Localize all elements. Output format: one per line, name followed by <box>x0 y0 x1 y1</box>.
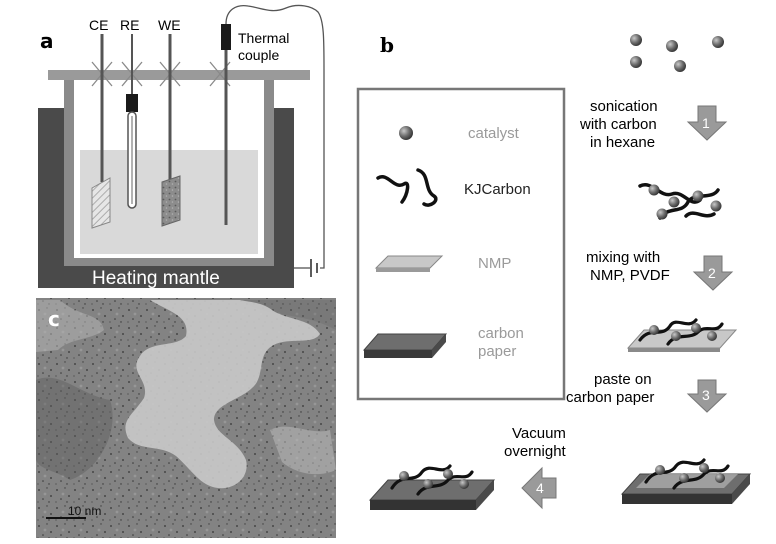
legend-catalyst-label: catalyst <box>468 125 520 142</box>
step-2-number: 2 <box>708 265 716 281</box>
we-label: WE <box>158 17 181 33</box>
heating-mantle-label: Heating mantle <box>92 268 220 289</box>
legend-kjcarbon-label: KJCarbon <box>464 181 531 198</box>
step-3-line1: paste on <box>594 371 652 388</box>
we-plate <box>161 175 181 227</box>
panel-b-label: b <box>380 33 394 57</box>
panel-a: a Heating mantle CE RE WE <box>38 4 325 289</box>
step-3-line2: carbon paper <box>566 389 654 406</box>
legend-nmp-swatch <box>374 255 444 272</box>
ce-plate <box>91 177 111 229</box>
step-2-line2: NMP, PVDF <box>590 267 670 284</box>
electrode-on-carbon-paper <box>620 458 752 504</box>
scale-bar-label: 10 nm <box>68 504 101 518</box>
legend-catalyst-swatch <box>399 126 413 140</box>
thermocouple-wire <box>225 4 325 269</box>
catalyst-in-nmp <box>626 318 738 352</box>
step-1-line2: with carbon <box>579 116 657 133</box>
step-1-line3: in hexane <box>590 134 655 151</box>
step-1-arrow: 1 <box>686 105 728 141</box>
re-label: RE <box>120 17 139 33</box>
re-cap <box>126 94 138 112</box>
panel-c-label: c <box>48 307 60 331</box>
step-2-line1: mixing with <box>586 249 660 266</box>
tem-bright-region <box>125 300 320 489</box>
tem-dark-region <box>36 377 113 480</box>
step-4-number: 4 <box>536 480 544 496</box>
step-2-arrow: 2 <box>692 255 734 291</box>
cell-lid <box>48 70 310 80</box>
step-4-arrow: 4 <box>521 466 557 510</box>
catalyst-particles <box>630 34 724 72</box>
step-3-number: 3 <box>702 387 710 403</box>
ce-label: CE <box>89 17 108 33</box>
panel-a-label: a <box>40 29 54 53</box>
thermocouple-label-line2: couple <box>238 47 279 63</box>
step-3-arrow: 3 <box>686 379 728 413</box>
legend-carbon-paper-label-1: carbon <box>478 325 524 342</box>
panel-c: c 10 nm <box>36 298 336 538</box>
thermocouple-head <box>221 24 231 50</box>
legend-nmp-label: NMP <box>478 255 511 272</box>
legend-carbon-paper-swatch <box>362 333 448 358</box>
panel-b: b catalyst KJCarbon NMP carbon paper <box>356 33 752 510</box>
legend-kjcarbon-swatch <box>376 168 438 207</box>
step-4-line2: overnight <box>504 443 567 460</box>
final-electrode <box>368 464 496 510</box>
thermocouple-label-line1: Thermal <box>238 30 289 46</box>
step-1-number: 1 <box>702 115 710 131</box>
step-1-line1: sonication <box>590 98 658 115</box>
legend-carbon-paper-label-2: paper <box>478 343 516 360</box>
step-4-line1: Vacuum <box>512 425 566 442</box>
catalyst-on-carbon <box>638 183 722 220</box>
